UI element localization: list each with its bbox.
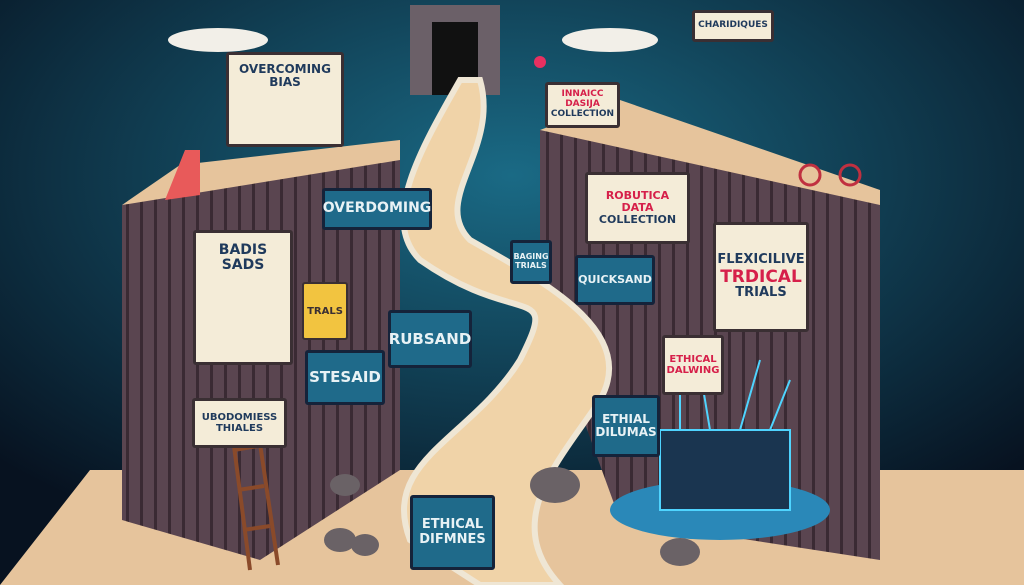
sun-icon [534,56,546,68]
sign-text: FLEXICILIVE [717,252,805,268]
sign-text: QUICKSAND [578,272,652,286]
sign-text: TRDICAL [720,266,802,287]
sign-text: TRIALS [735,285,787,301]
sign-stesaid: STESAID [305,350,385,405]
circuit-block [610,359,830,540]
sign-text: BAGING TRIALS [513,252,549,270]
sign-text: DALWING [666,365,720,376]
rocks [324,467,700,566]
cloud [168,28,268,52]
sign-text: ETHICAL [421,517,484,533]
sign-overdoming: OVERDOMING [322,188,432,230]
sign-text: RUBSAND [388,329,472,348]
sign-text: ETHICAL [669,354,717,365]
right-plateau [540,100,880,205]
sign-text: DILUMAS [595,425,657,439]
bicycle [798,163,862,187]
sign-ubodomiess: UBODOMIESS THIALES [192,398,287,448]
sign-text: DIFMNES [419,531,486,547]
sign-baging-trials: BAGING TRIALS [510,240,552,284]
sign-text: COLLECTION [550,108,615,119]
sign-text: STESAID [309,368,381,387]
sign-text: ROBUTICA DATA [605,188,670,214]
sign-text: UBODOMIESS THIALES [201,412,278,434]
sign-text: OVERCOMING BIAS [239,62,331,90]
sign-text: TRALS [307,305,343,317]
padlock-trals: TRALS [302,282,348,340]
sign-charidiques: CHARIDIQUES [692,10,774,42]
sign-text: BADIS SADS [218,242,268,274]
sign-rubsand: RUBSAND [388,310,472,368]
sign-overcoming-bias: OVERCOMING BIAS [226,52,344,147]
sign-text: OVERDOMING [322,200,432,217]
sign-text: COLLECTION [598,213,677,227]
sign-badis-sads: BADIS SADS [193,230,293,365]
sign-text: ETHIAL [602,411,650,426]
cloud [562,28,658,52]
winding-path [400,77,613,585]
person-figure [165,150,200,200]
sign-quicksand: QUICKSAND [575,255,655,305]
sign-text: INNAICC DASIJA [561,89,604,110]
sign-text: CHARIDIQUES [698,20,768,31]
